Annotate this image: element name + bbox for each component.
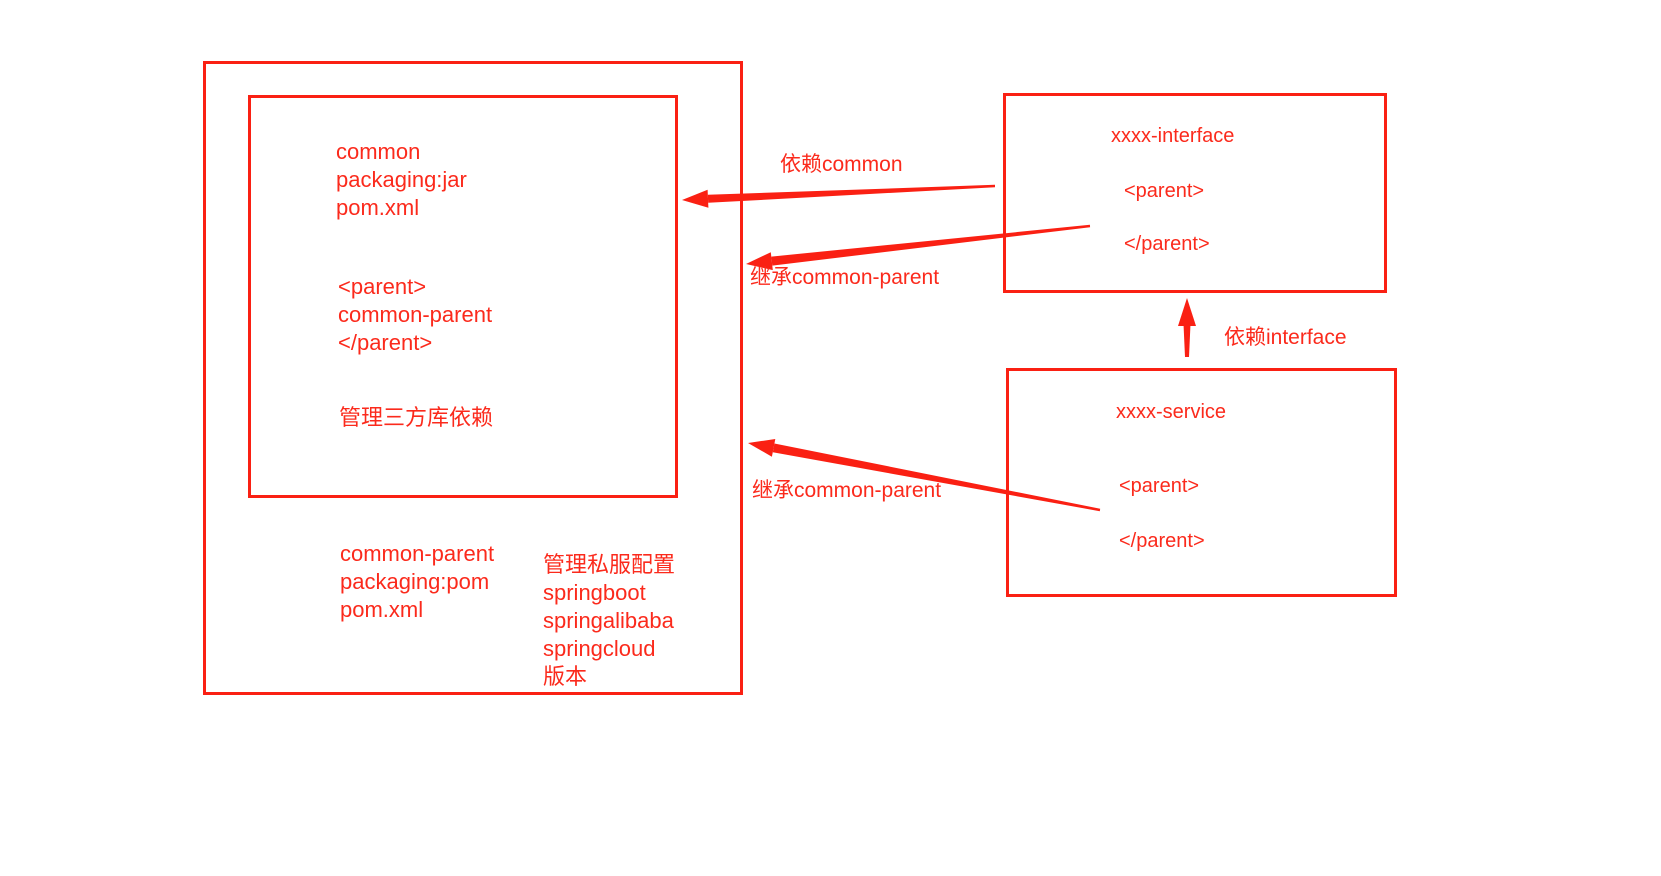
common-module-info: common packaging:jar pom.xml: [336, 138, 467, 222]
common-parent-managed-config: 管理私服配置 springboot springalibaba springcl…: [543, 551, 675, 691]
text-line: pom.xml: [336, 195, 420, 220]
text-line: 管理私服配置: [543, 552, 676, 577]
text-line: packaging:pom: [340, 569, 490, 594]
text-line: common: [336, 139, 421, 164]
label-depends-common: 依赖common: [780, 153, 903, 176]
service-title: xxxx-service: [1116, 401, 1227, 423]
text-line: common-parent: [338, 302, 493, 327]
common-box: common packaging:jar pom.xml <parent> co…: [248, 95, 678, 498]
label-inherits-common-parent-top: 继承common-parent: [750, 266, 940, 289]
service-parent-open: <parent>: [1119, 475, 1200, 497]
interface-parent-close: </parent>: [1124, 233, 1210, 255]
interface-title: xxxx-interface: [1111, 125, 1235, 147]
text-line: springcloud: [543, 636, 656, 661]
text-line: springalibaba: [543, 608, 674, 633]
service-parent-close: </parent>: [1119, 530, 1205, 552]
label-inherits-common-parent-bottom: 继承common-parent: [752, 479, 942, 502]
common-parent-info: common-parent packaging:pom pom.xml: [340, 540, 494, 624]
arrow-depends-interface: [1178, 298, 1196, 357]
common-note: 管理三方库依赖: [339, 405, 494, 430]
text-line: </parent>: [338, 330, 433, 355]
text-line: 版本: [543, 664, 588, 689]
label-depends-interface: 依赖interface: [1224, 326, 1347, 349]
interface-parent-open: <parent>: [1124, 180, 1205, 202]
common-parent-ref: <parent> common-parent </parent>: [338, 273, 492, 357]
common-parent-box: common-parent packaging:pom pom.xml 管理私服…: [203, 61, 743, 695]
text-line: packaging:jar: [336, 167, 467, 192]
text-line: common-parent: [340, 541, 495, 566]
interface-box: xxxx-interface <parent> </parent>: [1003, 93, 1387, 293]
service-box: xxxx-service <parent> </parent>: [1006, 368, 1397, 597]
text-line: <parent>: [338, 274, 427, 299]
text-line: springboot: [543, 580, 646, 605]
text-line: pom.xml: [340, 597, 424, 622]
